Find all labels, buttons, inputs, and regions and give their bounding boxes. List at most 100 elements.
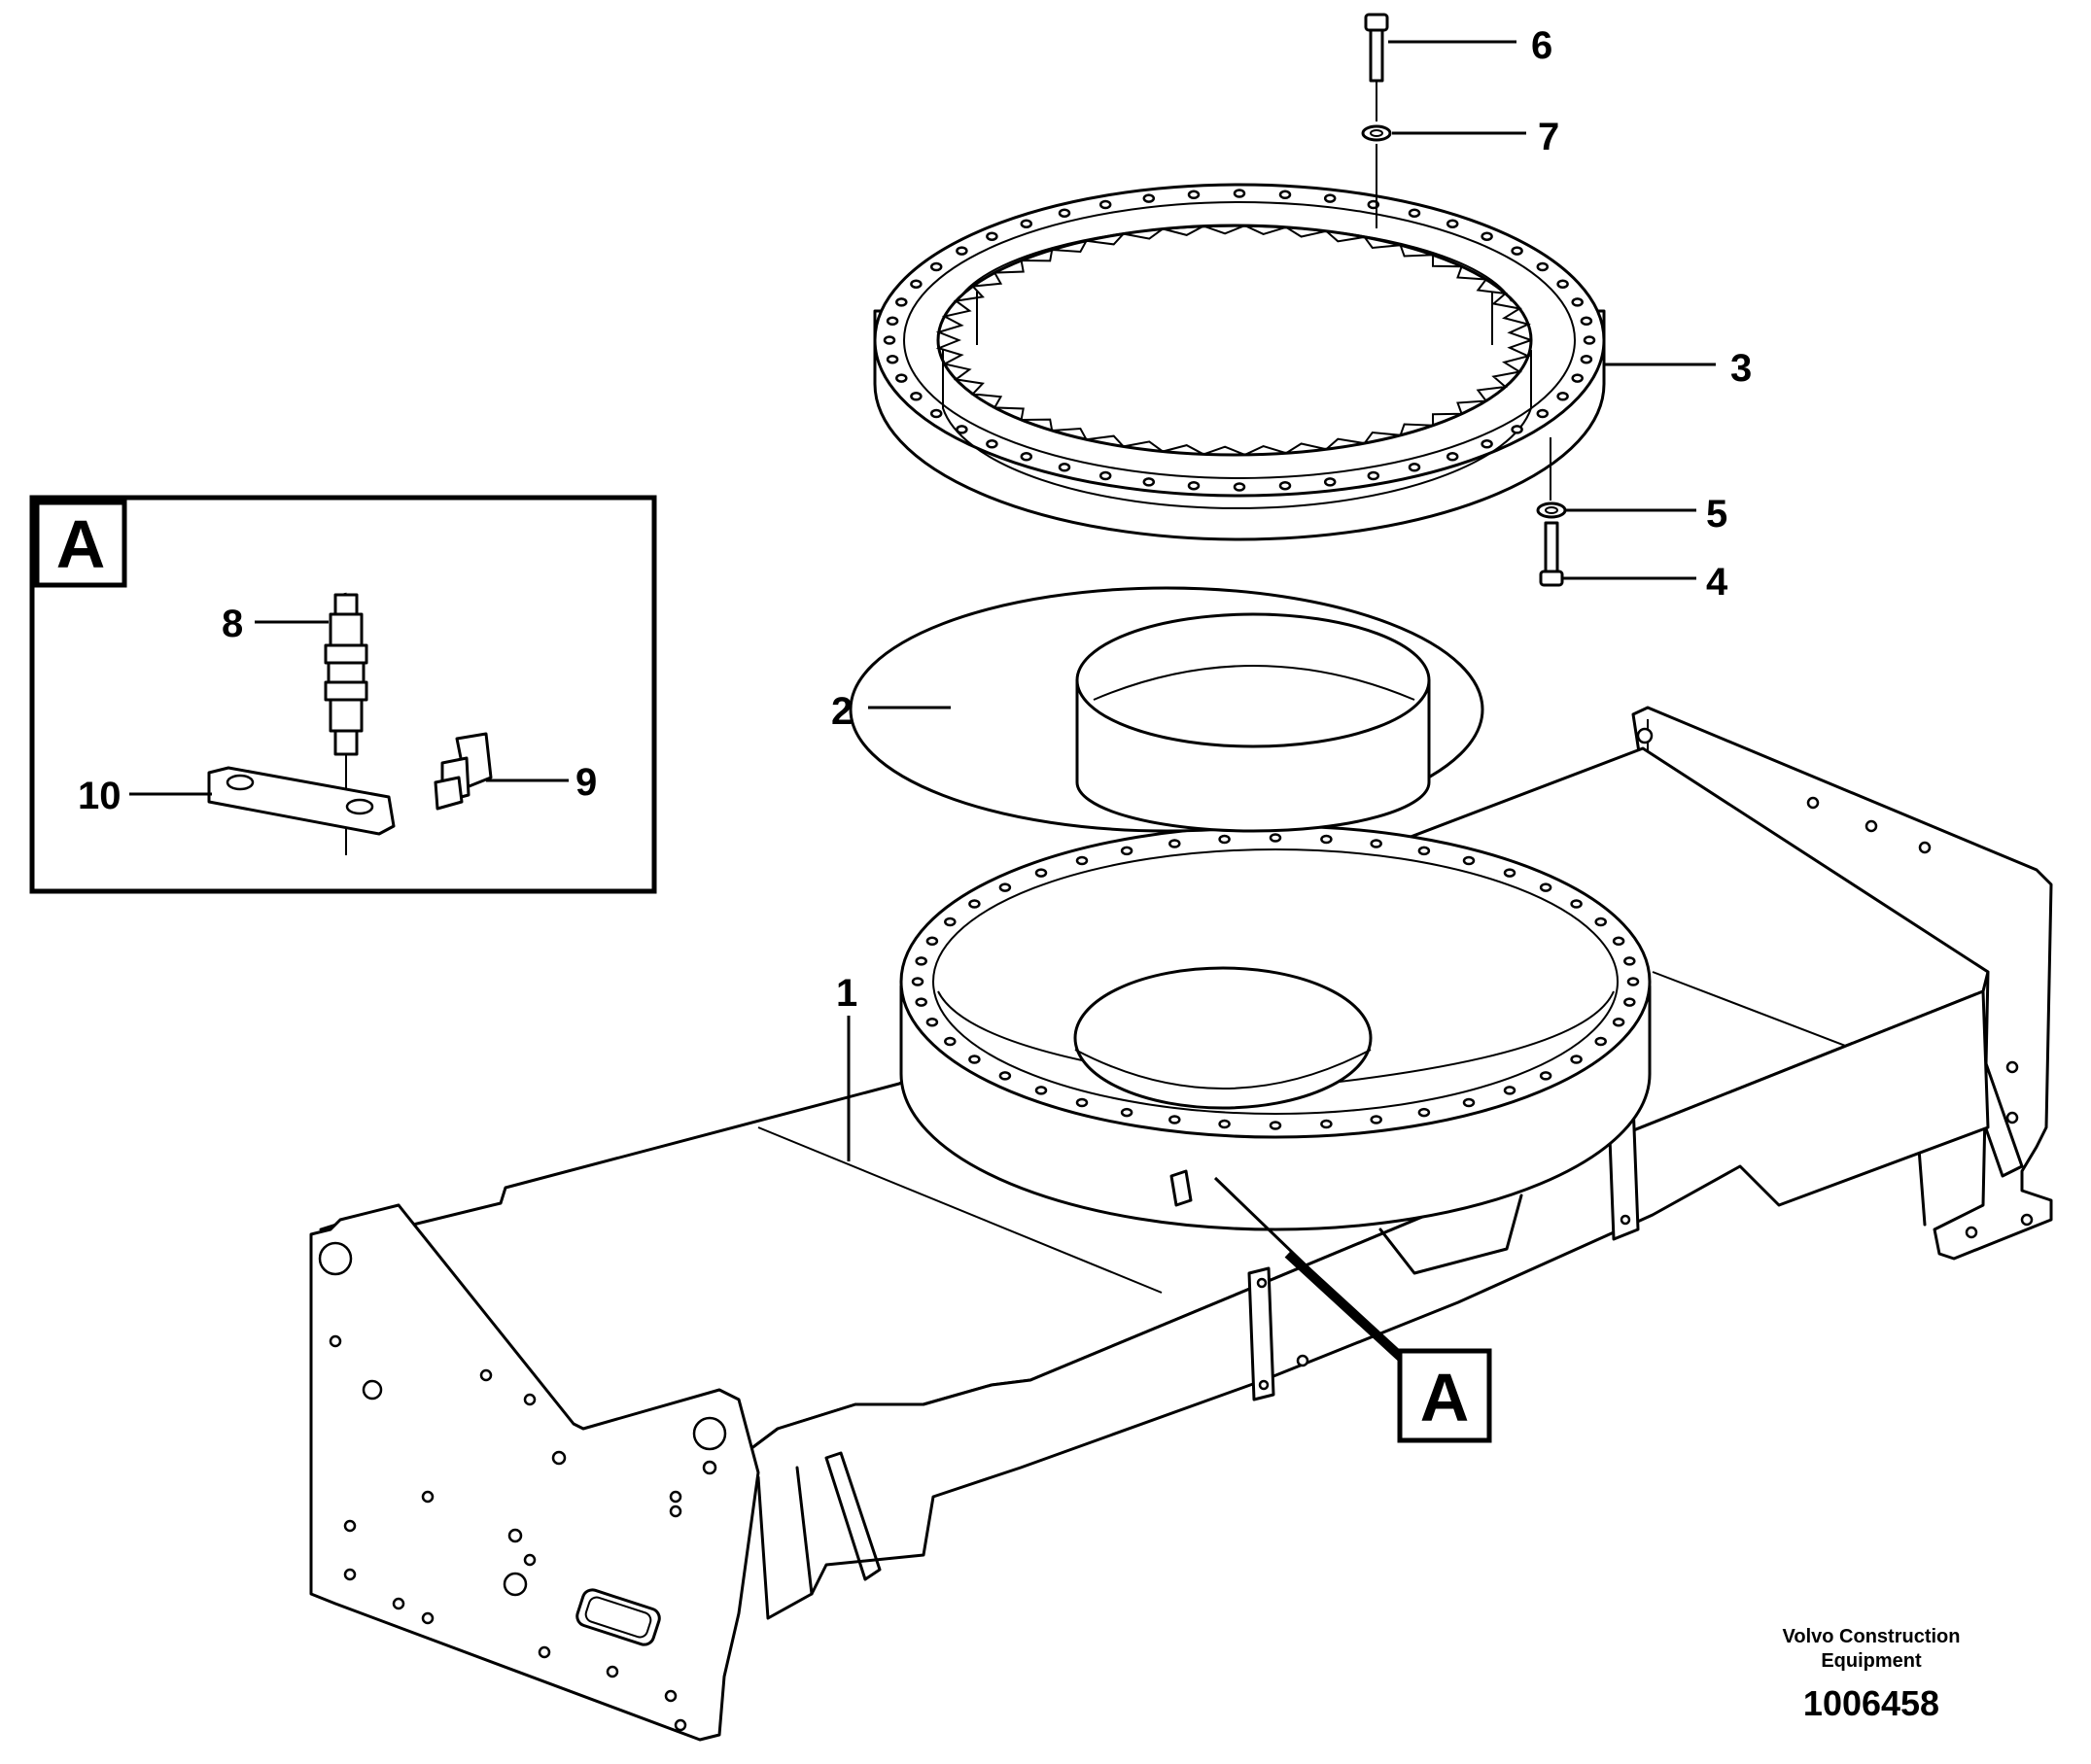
callout-4: 4 xyxy=(1706,561,1728,604)
view-label: A xyxy=(1420,1360,1470,1435)
bolt-hole xyxy=(968,899,981,909)
title-block: Volvo Construction Equipment 1006458 xyxy=(1783,1626,1961,1723)
bolt-hole xyxy=(1367,470,1380,481)
bolt-hole xyxy=(1233,189,1246,198)
bolt-hole xyxy=(1556,279,1569,289)
bolt-hole xyxy=(1142,477,1156,487)
bolt-hole xyxy=(956,246,968,256)
upper-bolt xyxy=(1364,13,1389,228)
upper-washer xyxy=(1361,124,1392,142)
bolt-hole xyxy=(1570,1055,1583,1064)
bolt-hole xyxy=(1218,1119,1231,1129)
bolt-hole xyxy=(1187,190,1201,200)
bolt-hole xyxy=(1580,354,1593,364)
bolt-hole xyxy=(1058,208,1071,218)
bolt-hole xyxy=(1539,882,1552,892)
bolt-hole xyxy=(1408,463,1421,472)
bolt-hole xyxy=(1539,1071,1552,1081)
bolt-hole xyxy=(1571,373,1584,383)
cable-connector xyxy=(434,732,493,811)
bolt-hole xyxy=(1571,297,1584,307)
bolt-hole xyxy=(911,977,924,986)
bolt-hole xyxy=(1278,190,1292,200)
slewing-ring xyxy=(873,183,1606,541)
bolt-hole xyxy=(1034,1086,1048,1095)
bolt-hole xyxy=(1218,834,1231,845)
detail-inset-a: A xyxy=(29,495,657,894)
bolt-hole xyxy=(1612,1017,1625,1027)
bolt-hole xyxy=(1594,1036,1607,1047)
bolt-hole xyxy=(1462,855,1476,866)
bolt-hole xyxy=(1323,477,1337,487)
bolt-hole xyxy=(1187,480,1201,491)
bolt-hole xyxy=(1446,219,1459,228)
callout-3: 3 xyxy=(1730,347,1752,390)
bolt-hole xyxy=(1020,452,1033,462)
bolt-hole xyxy=(1370,839,1382,848)
callout-numbers: 6 7 3 5 4 2 1 8 9 10 xyxy=(78,24,1752,1015)
bolt-hole xyxy=(929,408,943,419)
bolt-hole xyxy=(895,297,908,307)
bolt-hole xyxy=(1570,899,1583,909)
bolt-hole xyxy=(1481,439,1493,449)
bolt-hole xyxy=(1583,335,1596,345)
bolt-hole xyxy=(1075,1097,1089,1108)
bolt-hole xyxy=(1612,936,1625,947)
bolt-hole xyxy=(1511,246,1523,256)
callout-1: 1 xyxy=(836,972,857,1015)
bolt-hole xyxy=(886,316,899,327)
bolt-hole xyxy=(1417,1107,1431,1118)
credit-line-2: Equipment xyxy=(1821,1650,1922,1672)
bolt-hole xyxy=(1020,219,1033,228)
bolt-hole xyxy=(1481,231,1493,241)
proximity-sensor xyxy=(324,593,368,855)
bolt-hole xyxy=(883,335,896,345)
drawing-number: 1006458 xyxy=(1803,1683,1939,1723)
sensor-bracket xyxy=(207,766,396,836)
callout-2: 2 xyxy=(831,690,853,733)
bolt-hole xyxy=(1417,846,1431,856)
bolt-hole xyxy=(944,917,957,927)
callout-8: 8 xyxy=(222,603,243,645)
bolt-hole xyxy=(1580,316,1593,327)
lower-bolt xyxy=(1539,437,1564,587)
bolt-hole xyxy=(1503,868,1516,878)
bolt-hole xyxy=(1168,1115,1181,1124)
bolt-hole xyxy=(915,997,927,1007)
bolt-hole xyxy=(1320,834,1333,845)
credit-line-1: Volvo Construction xyxy=(1783,1626,1961,1647)
bolt-hole xyxy=(986,439,998,449)
slewing-ring-bolt-holes xyxy=(883,189,1596,492)
bolt-hole xyxy=(998,1071,1012,1081)
bolt-hole xyxy=(944,1036,957,1047)
lower-washer xyxy=(1536,502,1567,519)
bolt-hole xyxy=(1594,917,1607,927)
bolt-hole xyxy=(968,1055,981,1064)
bolt-hole xyxy=(1323,193,1337,203)
seal-ring-plate xyxy=(849,586,1484,833)
bolt-hole xyxy=(1446,452,1459,462)
callout-6: 6 xyxy=(1531,24,1552,67)
bolt-hole xyxy=(1370,1115,1382,1124)
callout-10: 10 xyxy=(78,775,122,817)
detail-view-arrow: A xyxy=(1213,1176,1492,1443)
bolt-hole xyxy=(1503,1086,1516,1095)
bolt-hole xyxy=(1233,482,1246,492)
bolt-hole xyxy=(1142,193,1156,203)
bolt-hole xyxy=(1075,855,1089,866)
bolt-hole xyxy=(910,392,923,401)
bolt-hole xyxy=(1120,1107,1133,1118)
bolt-hole xyxy=(925,1017,939,1027)
bolt-hole xyxy=(1278,480,1292,491)
bolt-hole xyxy=(915,956,927,966)
callout-5: 5 xyxy=(1706,493,1727,536)
bolt-hole xyxy=(1556,392,1569,401)
bolt-hole xyxy=(1269,833,1282,843)
bolt-hole xyxy=(1511,425,1523,434)
bolt-hole xyxy=(1058,463,1071,472)
bolt-hole xyxy=(1536,408,1550,419)
leader-lines xyxy=(129,40,1716,1161)
bolt-hole xyxy=(1623,997,1636,1007)
bolt-hole xyxy=(1098,199,1112,210)
